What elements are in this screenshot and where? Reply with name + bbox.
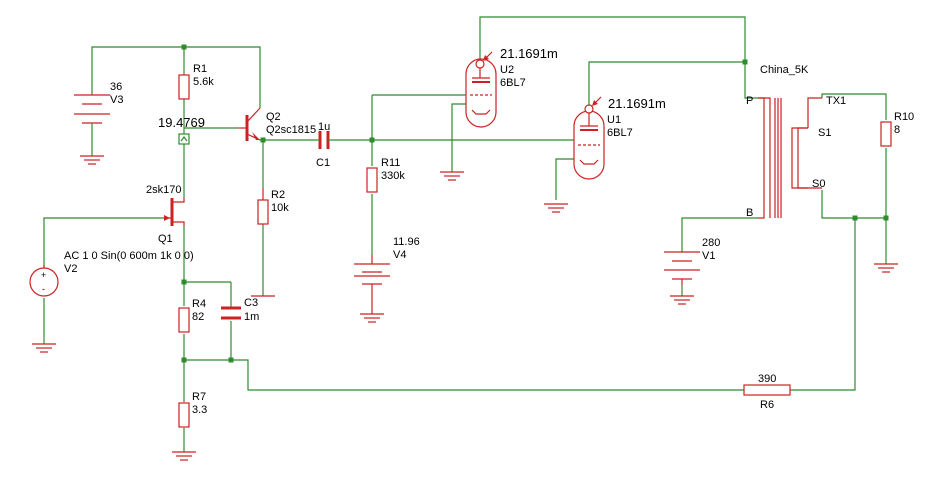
u2-ref: U2 <box>500 64 514 76</box>
c1-value: 1u <box>318 121 330 133</box>
capacitor-c3[interactable]: C3 1m <box>221 297 259 323</box>
u1-probe: 21.1691m <box>608 96 666 111</box>
r10-value: 8 <box>894 124 900 136</box>
tube-u1[interactable]: 21.1691m U1 6BL7 <box>573 96 666 180</box>
battery-v1[interactable]: 280 V1 <box>664 237 720 285</box>
tx1-pin-b: B <box>746 207 753 219</box>
u1-ref: U1 <box>607 114 621 126</box>
resistor-r2[interactable]: R2 10k <box>257 188 289 225</box>
r11-value: 330k <box>381 170 405 182</box>
r7-value: 3.3 <box>192 404 207 416</box>
r10-ref: R10 <box>894 111 914 123</box>
battery-v4[interactable]: 11.96 V4 <box>354 236 420 314</box>
v2-ref: V2 <box>64 263 77 275</box>
q1-ref: Q1 <box>158 233 173 245</box>
r4-ref: R4 <box>192 298 206 310</box>
ground-r10 <box>874 263 898 273</box>
r7-ref: R7 <box>192 391 206 403</box>
r2-value: 10k <box>271 202 289 214</box>
tube-u2[interactable]: 21.1691m U2 6BL7 <box>465 46 558 128</box>
svg-text:+: + <box>41 270 46 280</box>
junction-dots <box>181 44 889 363</box>
wires <box>43 16 887 452</box>
r1-value: 5.6k <box>193 76 214 88</box>
r1-ref: R1 <box>193 63 207 75</box>
ground-v3 <box>80 155 104 165</box>
ground-v1 <box>670 295 694 305</box>
v3-ref: V3 <box>110 94 123 106</box>
svg-text:-: - <box>42 284 45 294</box>
tx1-name: China_5K <box>760 64 809 76</box>
resistor-r10[interactable]: R10 8 <box>880 111 914 147</box>
ac-source-v2[interactable]: + - AC 1 0 Sin(0 600m 1k 0 0) V2 <box>29 250 194 297</box>
voltage-probe-node[interactable] <box>178 133 190 145</box>
r4-value: 82 <box>192 311 204 323</box>
ground-u1 <box>544 203 568 213</box>
u2-probe: 21.1691m <box>500 46 558 61</box>
resistor-r11[interactable]: R11 330k <box>366 157 405 193</box>
transistor-q1[interactable]: 2sk170 Q1 <box>146 184 185 245</box>
ground-v2 <box>32 343 56 353</box>
c3-ref: C3 <box>244 297 258 309</box>
ground-u2 <box>440 171 464 181</box>
q2-ref: Q2 <box>266 111 281 123</box>
v1-ref: V1 <box>702 250 715 262</box>
c3-value: 1m <box>244 311 259 323</box>
resistor-r7[interactable]: R7 3.3 <box>178 391 207 428</box>
v3-value: 36 <box>110 81 122 93</box>
tx1-pin-s1: S1 <box>818 127 831 139</box>
q1-model: 2sk170 <box>146 184 181 196</box>
r6-value: 390 <box>758 373 776 385</box>
r2-ref: R2 <box>271 189 285 201</box>
tx1-pin-s0: S0 <box>812 178 825 190</box>
v1-value: 280 <box>702 237 720 249</box>
tx1-pin-p: P <box>746 95 753 107</box>
resistor-r4[interactable]: R4 82 <box>178 298 206 333</box>
transformer-tx1[interactable]: China_5K P B TX1 S1 S0 <box>746 64 846 219</box>
u2-model: 6BL7 <box>500 77 526 89</box>
ground-v4 <box>360 313 384 323</box>
tx1-ref: TX1 <box>826 95 846 107</box>
resistor-r6[interactable]: 390 R6 <box>743 373 791 411</box>
q2-model: Q2sc1815 <box>266 124 316 136</box>
ground-r7 <box>172 451 196 461</box>
u1-model: 6BL7 <box>607 127 633 139</box>
r6-ref: R6 <box>760 399 774 411</box>
node-voltage-label: 19.4769 <box>158 115 205 130</box>
resistor-r1[interactable]: R1 5.6k <box>178 63 214 100</box>
capacitor-c1[interactable]: 1u C1 <box>316 121 332 169</box>
r11-ref: R11 <box>381 157 400 169</box>
c1-ref: C1 <box>316 157 330 169</box>
v4-value: 11.96 <box>393 236 420 248</box>
transistor-q2[interactable]: Q2 Q2sc1815 <box>238 107 316 141</box>
v2-source: AC 1 0 Sin(0 600m 1k 0 0) <box>64 250 194 262</box>
v4-ref: V4 <box>393 249 406 261</box>
battery-v3[interactable]: 36 V3 <box>74 81 123 132</box>
